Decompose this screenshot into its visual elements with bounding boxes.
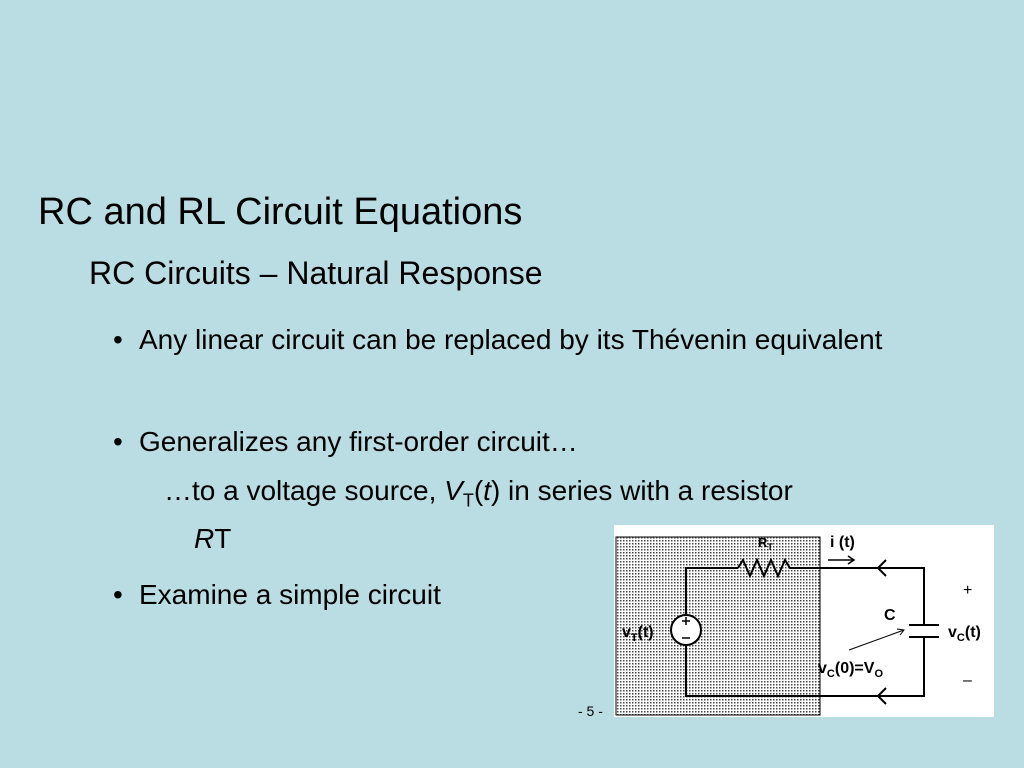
bullet-examine: • Examine a simple circuit	[113, 575, 613, 615]
bullet-text: Any linear circuit can be replaced by it…	[139, 324, 883, 355]
vc-label: vC(t)	[948, 624, 981, 644]
sub-bullet-voltage-source: …to a voltage source, VT(t) in series wi…	[164, 472, 964, 558]
source-label: vT(t)	[622, 624, 654, 644]
slide-title: RC and RL Circuit Equations	[38, 191, 523, 233]
circuit-diagram: RT i (t) C + – vT(t) vC(t) vC(0)=VO	[614, 525, 994, 717]
loop-arrow-bottom-icon	[876, 687, 887, 705]
circuit-svg: RT i (t) C + – vT(t) vC(t) vC(0)=VO	[614, 525, 994, 717]
var-r: R	[194, 522, 215, 554]
bullet-dot: •	[113, 324, 123, 355]
var-v: V	[444, 475, 463, 506]
resistor-symbol	[737, 557, 794, 579]
bullet-dot: •	[113, 579, 123, 610]
sub-bullet-prefix: …to a voltage source,	[164, 475, 445, 506]
var-t: t	[483, 475, 491, 506]
bullet-dot: •	[113, 426, 123, 457]
current-arrow-icon	[828, 555, 856, 565]
wires	[685, 567, 939, 697]
voltage-source-symbol	[670, 614, 702, 646]
capacitor-label: C	[884, 607, 896, 624]
sub-bullet-continuation: RT	[194, 520, 964, 558]
var-r-tail: T	[214, 522, 232, 554]
page-number: - 5 -	[578, 703, 603, 719]
loop-arrow-top-icon	[876, 559, 887, 577]
bullet-generalizes: • Generalizes any first-order circuit…	[113, 422, 903, 462]
plus-sign: +	[963, 582, 972, 599]
sub-bullet-suffix: ) in series with a resistor	[490, 475, 793, 506]
current-label: i (t)	[830, 534, 855, 551]
bullet-text: Generalizes any first-order circuit…	[139, 426, 578, 457]
bullet-text: Examine a simple circuit	[139, 579, 441, 610]
resistor-label: RT	[758, 535, 773, 552]
initial-condition-arrow-icon	[848, 628, 905, 651]
minus-sign: –	[963, 672, 972, 689]
paren-open: (	[473, 475, 484, 506]
slide-subtitle: RC Circuits – Natural Response	[89, 255, 543, 291]
var-v-sub: T	[462, 490, 474, 511]
thevenin-box	[615, 536, 821, 716]
initial-condition-label: vC(0)=VO	[818, 660, 883, 680]
bullet-thevenin: • Any linear circuit can be replaced by …	[113, 320, 903, 360]
